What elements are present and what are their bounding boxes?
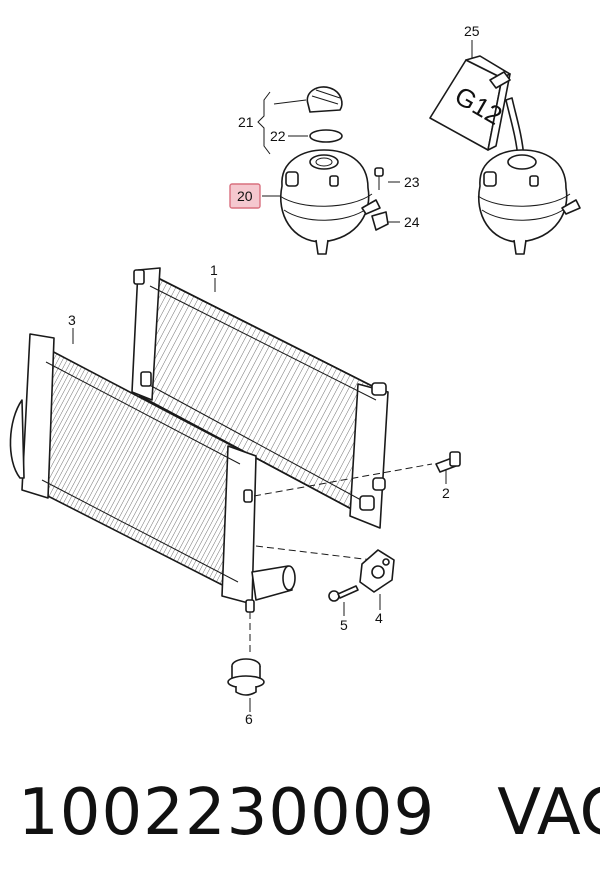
callout-5: 5 bbox=[340, 617, 348, 633]
radiator bbox=[131, 267, 389, 529]
highlight-box-20 bbox=[229, 183, 261, 209]
brand: VAG bbox=[497, 776, 600, 850]
callout-20: 20 bbox=[237, 188, 253, 204]
expansion-tank-filling bbox=[477, 149, 581, 255]
callout-2: 2 bbox=[442, 485, 450, 501]
callout-24: 24 bbox=[404, 214, 420, 230]
callout-21: 21 bbox=[238, 114, 254, 130]
callout-3: 3 bbox=[68, 312, 76, 328]
clip-part-24 bbox=[371, 211, 389, 231]
mount-bracket-part-4 bbox=[359, 549, 395, 593]
footer: 1002230009 VAG bbox=[18, 768, 600, 858]
screw-part-5 bbox=[328, 585, 359, 602]
intercooler bbox=[9, 333, 296, 613]
bolt-part-2 bbox=[435, 451, 461, 473]
callout-22: 22 bbox=[270, 128, 286, 144]
coolant-canister: G12 bbox=[429, 55, 525, 159]
o-ring bbox=[309, 129, 343, 143]
callout-23: 23 bbox=[404, 174, 420, 190]
assembly-lines bbox=[249, 463, 433, 652]
callout-4: 4 bbox=[375, 610, 383, 626]
bolt-part-23 bbox=[374, 167, 384, 190]
parts-diagram: G12 1 2 3 4 5 6 20 bbox=[9, 23, 581, 727]
filler-cap bbox=[306, 86, 343, 113]
callout-6: 6 bbox=[245, 711, 253, 727]
part-number: 1002230009 bbox=[18, 776, 436, 850]
leader-lines bbox=[72, 40, 473, 712]
expansion-tank bbox=[279, 149, 381, 255]
callout-25: 25 bbox=[464, 23, 480, 39]
rubber-mount-part-6 bbox=[227, 658, 265, 696]
callouts: 1 2 3 4 5 6 20 21 22 23 24 25 bbox=[68, 23, 480, 727]
callout-1: 1 bbox=[210, 262, 218, 278]
